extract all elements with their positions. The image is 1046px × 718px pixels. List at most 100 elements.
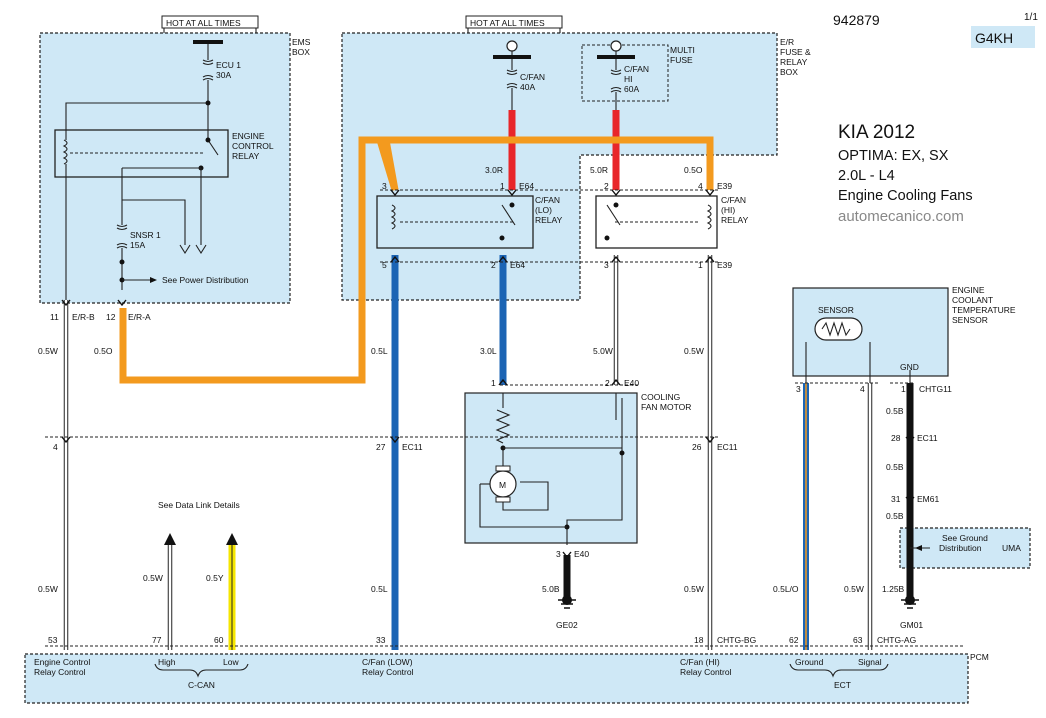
website: automecanico.com — [838, 208, 964, 225]
wire-label: 0.5L — [371, 346, 388, 356]
gnd-label: GND — [900, 362, 919, 372]
er-box-label-4: BOX — [780, 67, 798, 77]
c-can-label: C-CAN — [188, 680, 215, 690]
pin-label: 1 — [500, 181, 505, 191]
pin-label: 3 — [796, 384, 801, 394]
pcm-pin-low: Low — [223, 657, 239, 667]
cfan-fuse-label-2: 40A — [520, 82, 535, 92]
wire-label: 0.5L/O — [773, 584, 799, 594]
connector-label: EC11 — [402, 442, 423, 452]
wire-label: 0.5W — [684, 346, 704, 356]
engine-control-relay — [54, 129, 229, 178]
pin-label: 5 — [382, 260, 387, 270]
ect-label: ECT — [834, 680, 851, 690]
wire-label: 3.0R — [485, 165, 503, 175]
pcm-pin-cfan-low: C/Fan (LOW) — [362, 657, 413, 667]
engine-code-box — [971, 26, 1035, 48]
wire-label: 0.5W — [844, 584, 864, 594]
pcm-pin-cfan-hi: C/Fan (HI) — [680, 657, 720, 667]
connector-label: EM61 — [917, 494, 939, 504]
multi-fuse-label-1: MULTI — [670, 45, 695, 55]
ect-label-4: SENSOR — [952, 315, 988, 325]
pcm-pin-ground: Ground — [795, 657, 824, 667]
pin-label: 12 — [106, 312, 116, 322]
hot-label-2: HOT AT ALL TIMES — [470, 18, 545, 28]
wire-label: 5.0B — [542, 584, 560, 594]
pin-label: 63 — [853, 635, 863, 645]
pin-label: 53 — [48, 635, 58, 645]
lo-relay-label-1: C/FAN — [535, 195, 560, 205]
wire-label: 0.5O — [94, 346, 113, 356]
wire-label: 5.0R — [590, 165, 608, 175]
pin-label: 26 — [692, 442, 702, 452]
wire-label: 0.5B — [886, 462, 904, 472]
er-box-label-1: E/R — [780, 37, 794, 47]
hot-label-1: HOT AT ALL TIMES — [166, 18, 241, 28]
engine-code: G4KH — [975, 30, 1013, 46]
pin-label: 1 — [491, 378, 496, 388]
engine-relay-label-1: ENGINE — [232, 131, 265, 141]
connector-label: E/R-A — [128, 312, 151, 322]
pin-label: 4 — [860, 384, 865, 394]
wire-label: 0.5L — [371, 584, 388, 594]
wire-label: 0.5O — [684, 165, 703, 175]
see-ground-1: See Ground — [942, 533, 988, 543]
pin-label: 2 — [491, 260, 496, 270]
ems-box-label-1: EMS — [292, 37, 311, 47]
pcm-pin-signal: Signal — [858, 657, 882, 667]
see-ground-2: Distribution — [939, 543, 982, 553]
pin-label: 27 — [376, 442, 386, 452]
pin-label: 1 — [901, 384, 906, 394]
wire-label: 0.5B — [886, 511, 904, 521]
uma-label: UMA — [1002, 543, 1021, 553]
pin-label: 4 — [53, 442, 58, 452]
ect-label-1: ENGINE — [952, 285, 985, 295]
connector-label: E40 — [574, 549, 589, 559]
lo-relay-label-3: RELAY — [535, 215, 563, 225]
pin-label: 3 — [604, 260, 609, 270]
connector-label: EC11 — [917, 433, 938, 443]
sensor-label: SENSOR — [818, 305, 854, 315]
cfanhi-fuse-label-1: C/FAN — [624, 64, 649, 74]
pin-label: 2 — [604, 181, 609, 191]
pin-label: 60 — [214, 635, 224, 645]
pin-label: 2 — [605, 378, 610, 388]
pin-label: 3 — [556, 549, 561, 559]
snsr-fuse-label-1: SNSR 1 — [130, 230, 161, 240]
pin-label: 3 — [382, 181, 387, 191]
wire-label: 0.5W — [143, 573, 163, 583]
see-power-distribution: See Power Distribution — [162, 275, 249, 285]
pin-label: 31 — [891, 494, 901, 504]
cfanhi-fuse-label-2: HI — [624, 74, 633, 84]
connector-label: E39 — [717, 181, 732, 191]
pcm-label: PCM — [970, 652, 989, 662]
motor-label-1: COOLING — [641, 392, 680, 402]
pcm-pin-high: High — [158, 657, 176, 667]
wire-label: 0.5B — [886, 406, 904, 416]
connector-label: E64 — [510, 260, 525, 270]
pcm-pin-cfan-hi-2: Relay Control — [680, 667, 732, 677]
connector-label: E64 — [519, 181, 534, 191]
doc-number: 942879 — [833, 12, 880, 28]
engine-relay-label-3: RELAY — [232, 151, 260, 161]
multi-fuse-box — [581, 44, 669, 102]
page-number: 1/1 — [1024, 12, 1038, 23]
pcm-pin-cfan-low-2: Relay Control — [362, 667, 414, 677]
cfanhi-fuse-label-3: 60A — [624, 84, 639, 94]
pin-label: 4 — [698, 181, 703, 191]
wire-label: 1.25B — [882, 584, 905, 594]
vehicle-engine: 2.0L - L4 — [838, 168, 895, 184]
pcm-box — [24, 653, 969, 704]
cooling-fan-motor-box — [464, 392, 638, 544]
pcm-pin-engine-relay-2: Relay Control — [34, 667, 86, 677]
pin-label: 62 — [789, 635, 799, 645]
connector-label: E40 — [624, 378, 639, 388]
connector-label: CHTG-AG — [877, 635, 916, 645]
connector-label: E39 — [717, 260, 732, 270]
er-box-label-3: RELAY — [780, 57, 808, 67]
wire-label: 3.0L — [480, 346, 497, 356]
ecu-fuse-label-1: ECU 1 — [216, 60, 241, 70]
